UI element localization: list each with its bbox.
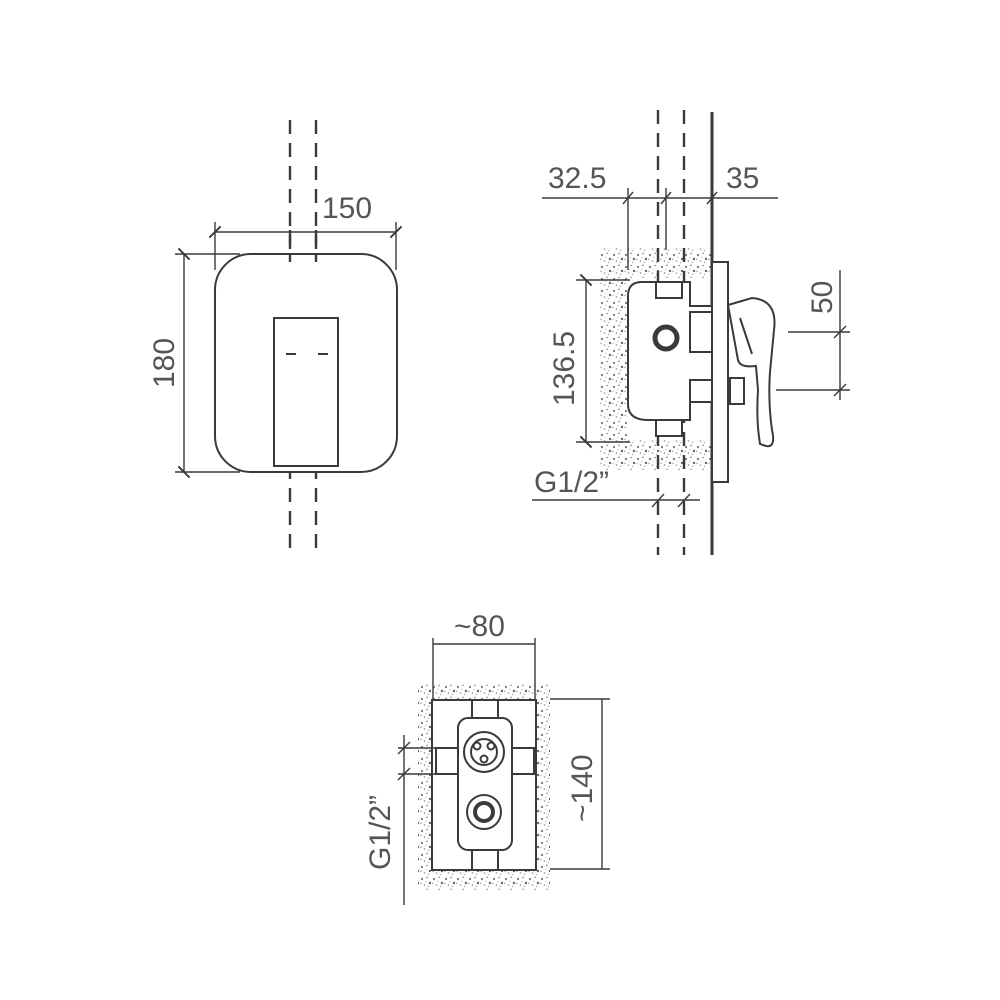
handle-lever: [273, 317, 339, 467]
dim-35-label: 35: [726, 162, 759, 195]
box-bottom-stub: [471, 847, 499, 871]
box-outlet-inner: [473, 801, 495, 823]
box-thread-tick-b: [397, 767, 411, 781]
dim-32-5-label: 32.5: [548, 162, 606, 195]
side-concrete-left: [600, 248, 628, 470]
mixer-top-nipple: [655, 281, 683, 299]
side-concrete-bottom: [600, 440, 712, 470]
side-view: 32.5 35 136.5 50 G1/2”: [532, 110, 850, 555]
box-cartridge-hole-b: [486, 741, 496, 751]
dim-depth-tick-b: [660, 191, 672, 205]
box-view: ~80 ~140 G1/2”: [364, 610, 610, 905]
dim-depth-tick-a: [622, 191, 634, 205]
handle-side-inner: [739, 317, 753, 355]
dim-80-label: ~80: [454, 610, 505, 643]
dim-150-label: 150: [322, 192, 372, 225]
side-thread-label: G1/2”: [534, 466, 609, 499]
dim-thread-tick-b: [677, 493, 691, 508]
front-view: 150 180: [148, 120, 403, 548]
mixer-cartridge: [689, 311, 713, 353]
box-cartridge-hole-a: [472, 741, 482, 751]
box-thread-label: G1/2”: [364, 795, 397, 870]
mixer-lower-nipple: [655, 419, 683, 437]
mixer-outlet-ring: [652, 324, 680, 352]
dim-depth-tick-c: [706, 191, 718, 205]
box-cartridge-hole-c: [479, 754, 489, 764]
dim-50-label: 50: [806, 281, 839, 314]
box-cartridge-inner: [470, 738, 498, 766]
box-thread-tick-a: [397, 741, 411, 755]
dim-140-label: ~140: [566, 754, 599, 822]
dim-136-5-label: 136.5: [548, 331, 581, 406]
cover-plate-side: [711, 261, 729, 483]
mixer-bottom-cap: [729, 377, 745, 405]
dim-50-tick-bottom: [833, 383, 847, 397]
handle-side: [726, 296, 776, 448]
dim-50-tick-top: [833, 325, 847, 339]
dim-thread-tick-a: [651, 493, 665, 508]
dim-180-label: 180: [148, 338, 181, 388]
